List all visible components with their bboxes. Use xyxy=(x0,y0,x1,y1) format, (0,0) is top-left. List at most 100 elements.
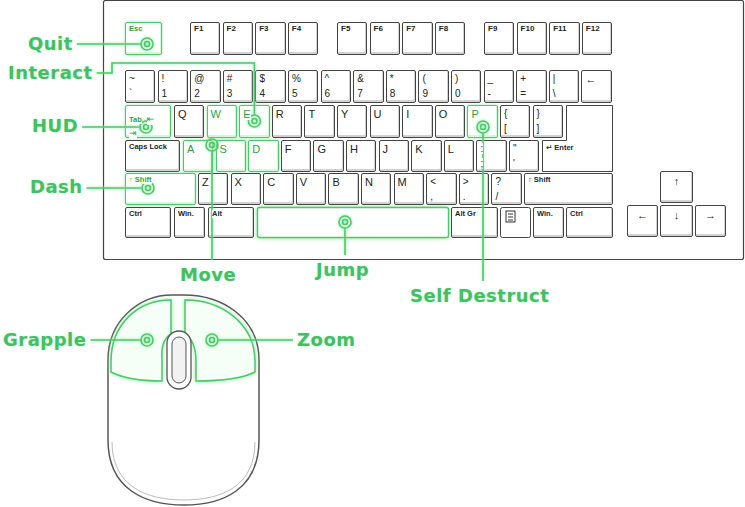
keyboard-key: !1 xyxy=(158,70,188,103)
callout-label: Move xyxy=(180,264,236,286)
key-legend: 9 xyxy=(422,88,428,99)
keyboard-key: F7 xyxy=(402,22,432,55)
callout-label: Quit xyxy=(28,33,73,55)
key-legend: 3 xyxy=(227,88,233,99)
key-legend: W xyxy=(211,108,221,120)
callout-dot xyxy=(145,42,150,47)
callout-dot xyxy=(145,338,150,343)
keyboard-key: Ctrl xyxy=(125,207,171,238)
keyboard-key: H xyxy=(346,140,376,172)
keyboard-key: >. xyxy=(459,173,489,205)
key-legend: . xyxy=(463,191,466,202)
key-legend: F12 xyxy=(586,25,600,34)
keyboard-key: J xyxy=(379,140,409,172)
keyboard-key: U xyxy=(370,105,400,138)
key-legend: F8 xyxy=(439,25,448,34)
key-legend: = xyxy=(520,88,526,99)
keyboard-key: B xyxy=(328,173,358,205)
key-legend: ↵ Enter xyxy=(546,144,574,152)
keyboard-key: V xyxy=(296,173,326,205)
key-legend: [ xyxy=(504,123,507,134)
callout-label: Interact xyxy=(8,62,93,84)
key-legend: ? xyxy=(495,176,501,187)
keyboard-key: ↑ Shift xyxy=(125,173,196,205)
keyboard-key: Z xyxy=(198,173,228,205)
callout-ring xyxy=(477,121,489,133)
callout-dot xyxy=(252,119,257,124)
key-legend: ~ xyxy=(129,73,135,84)
keyboard-key: F5 xyxy=(337,22,367,55)
keyboard-key: N xyxy=(361,173,391,205)
keyboard-key: += xyxy=(516,70,546,103)
key-legend: ' xyxy=(513,158,515,169)
key-legend: - xyxy=(488,88,491,99)
key-legend: $ xyxy=(259,73,265,84)
keyboard-key: Win. xyxy=(533,207,564,238)
keyboard-key: <, xyxy=(426,173,456,205)
keyboard-key: Alt Gr xyxy=(451,207,498,238)
callout-label: Jump xyxy=(316,259,369,281)
key-legend: ↑ Shift xyxy=(528,176,551,184)
keyboard-body xyxy=(104,1,744,260)
key-legend: F1 xyxy=(194,25,203,34)
key-legend: F3 xyxy=(259,25,268,34)
key-legend: Y xyxy=(341,108,348,120)
key-legend: & xyxy=(357,73,364,84)
key-legend: ; xyxy=(480,158,483,169)
key-legend: M xyxy=(398,176,407,188)
key-legend: K xyxy=(415,143,422,155)
key-legend: ↑ xyxy=(674,175,680,187)
key-legend: P xyxy=(471,108,478,120)
keyboard-key: ← xyxy=(581,70,611,103)
key-legend: F2 xyxy=(227,25,236,34)
mouse-body xyxy=(108,295,259,505)
callout-label: HUD xyxy=(32,115,78,137)
keyboard-key: @2 xyxy=(190,70,220,103)
keyboard-key: :; xyxy=(476,140,506,172)
mouse-body-edge xyxy=(112,442,255,500)
keyboard-key: R xyxy=(272,105,302,138)
leader-line xyxy=(82,126,140,128)
mouse-wheel-housing xyxy=(167,331,191,389)
leader-line xyxy=(77,43,141,45)
keyboard-key: ← xyxy=(627,205,658,237)
callout-dot xyxy=(210,143,215,148)
key-legend: 1 xyxy=(162,88,168,99)
keyboard-key: D xyxy=(248,140,278,172)
key-legend: \ xyxy=(553,88,556,99)
key-legend: ← xyxy=(637,209,648,221)
key-legend: Esc xyxy=(129,25,142,33)
key-legend: { xyxy=(504,108,507,119)
key-legend: 0 xyxy=(455,88,461,99)
callout-label: Zoom xyxy=(297,329,356,351)
keyboard-key: F3 xyxy=(255,22,285,55)
key-legend: ( xyxy=(422,73,425,84)
key-legend: F10 xyxy=(521,25,535,34)
callout-dot xyxy=(144,125,149,130)
keyboard-key: I xyxy=(402,105,432,138)
key-legend: Alt Gr xyxy=(455,210,476,218)
keyboard-key: S xyxy=(216,140,246,172)
keyboard-key: F11 xyxy=(549,22,579,55)
mouse-wheel xyxy=(172,337,186,383)
keyboard-key: Q xyxy=(174,105,204,138)
key-legend: ^ xyxy=(325,73,330,84)
keyboard-key: X xyxy=(231,173,261,205)
key-legend: L xyxy=(448,143,454,155)
key-legend: F5 xyxy=(341,25,350,34)
callout-ring xyxy=(141,38,153,50)
keyboard-key: F1 xyxy=(190,22,220,55)
key-legend: S xyxy=(220,143,227,155)
menu-key xyxy=(501,208,531,238)
key-legend: ⇥ xyxy=(129,129,137,139)
keyboard-key: ~` xyxy=(125,70,155,103)
key-legend: | xyxy=(553,73,556,84)
callout-label: Grapple xyxy=(3,329,86,351)
keyboard-key: Alt xyxy=(208,207,254,238)
callout-label: Dash xyxy=(30,176,83,198)
enter-key-shape xyxy=(543,106,613,172)
leader-line xyxy=(211,151,213,260)
key-legend: Ctrl xyxy=(129,210,142,218)
key-legend: % xyxy=(292,73,301,84)
